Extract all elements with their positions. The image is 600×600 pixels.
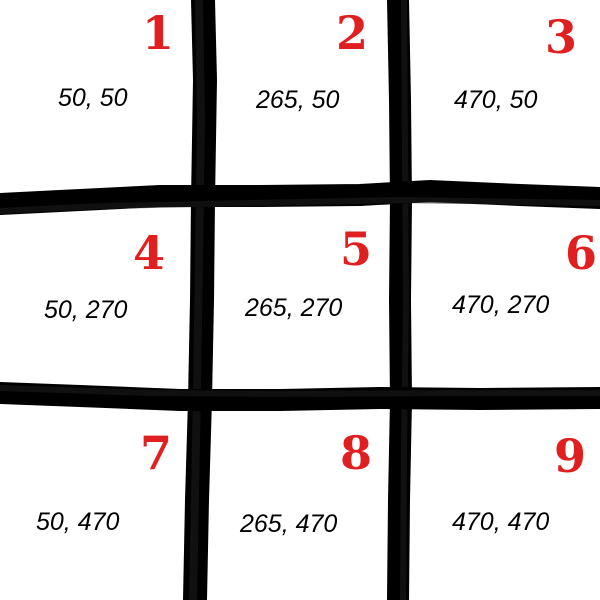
cell-number: 1: [142, 6, 175, 60]
cell-coordinates: 265, 470: [240, 510, 338, 538]
cell-number: 2: [336, 6, 369, 60]
horizontal-line-top: [0, 179, 600, 215]
cell-number: 8: [340, 426, 373, 480]
cell-number: 6: [565, 226, 598, 280]
cell-number: 7: [140, 426, 173, 480]
cell-number: 3: [545, 10, 578, 64]
cell-coordinates: 50, 470: [36, 508, 120, 536]
cell-coordinates: 470, 270: [452, 291, 550, 319]
cell-number: 5: [340, 222, 373, 276]
cell-number: 9: [554, 429, 587, 483]
cell-coordinates: 470, 50: [454, 86, 538, 114]
cell-coordinates: 265, 270: [245, 294, 343, 322]
cell-coordinates: 50, 50: [58, 84, 128, 112]
cell-coordinates: 265, 50: [256, 86, 340, 114]
horizontal-line-bottom: [0, 382, 600, 411]
cell-coordinates: 470, 470: [452, 508, 550, 536]
vertical-line-right: [387, 0, 413, 600]
vertical-line-left: [183, 0, 218, 600]
cell-number: 4: [133, 226, 166, 280]
cell-coordinates: 50, 270: [44, 296, 128, 324]
